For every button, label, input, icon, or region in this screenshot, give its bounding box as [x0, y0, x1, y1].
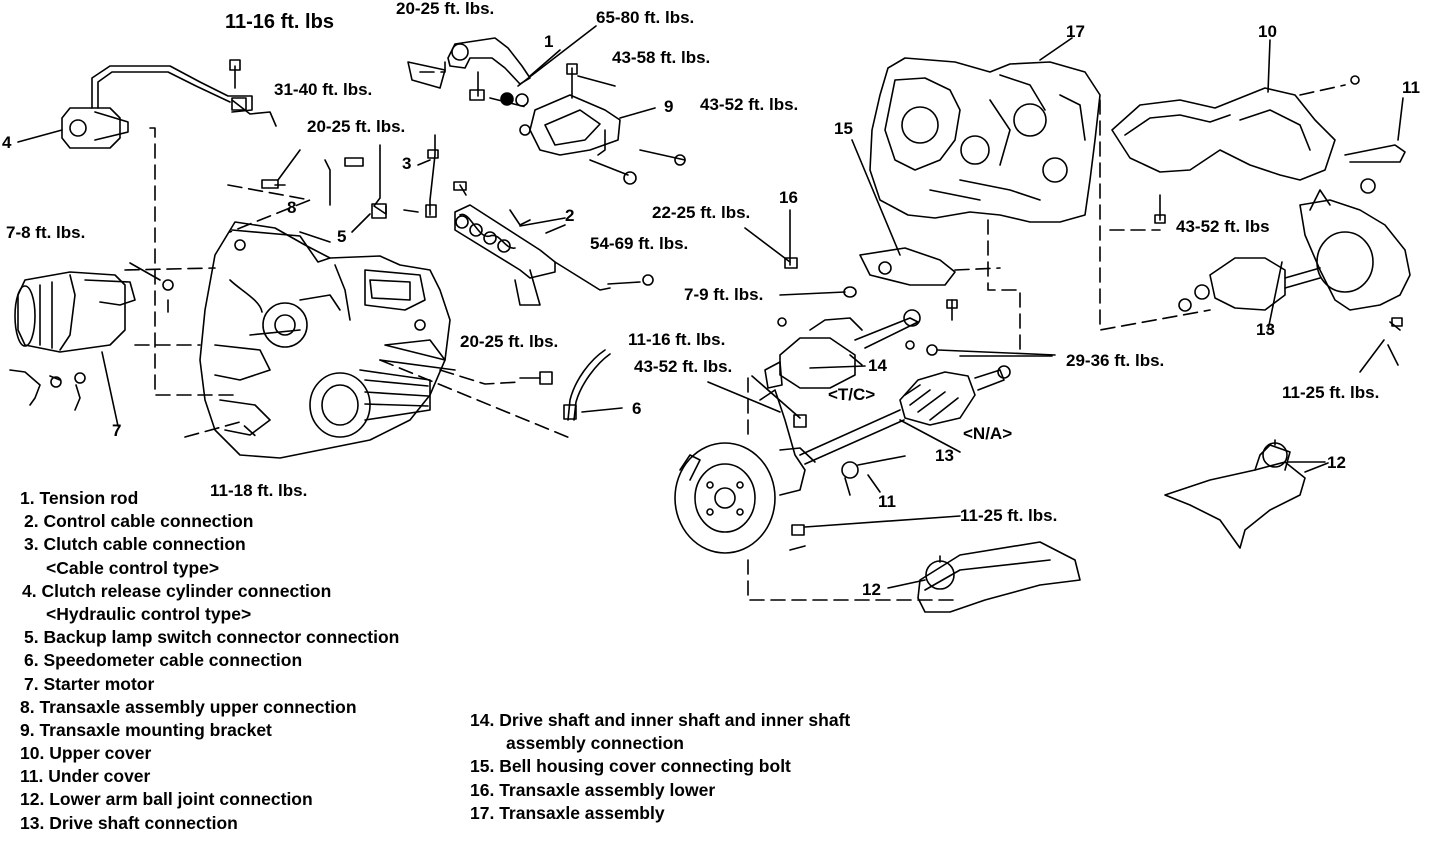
- callout-number: 8: [287, 198, 297, 217]
- knuckle-right-drawing: [1178, 97, 1411, 373]
- drive-shaft-na-drawing: [799, 365, 1011, 465]
- variant-label-tc: <T/C>: [828, 385, 876, 404]
- legend-item: 5. Backup lamp switch connector connecti…: [24, 627, 400, 648]
- callout-number: 2: [565, 206, 575, 225]
- torque-label: 43-52 ft. lbs: [1176, 217, 1270, 236]
- torque-label: 11-25 ft. lbs.: [1282, 383, 1380, 402]
- legend-item: 12. Lower arm ball joint connection: [20, 789, 313, 810]
- callout-number: 1: [544, 32, 554, 51]
- legend-item: 17. Transaxle assembly: [470, 802, 665, 823]
- callout-number: 13: [1256, 320, 1275, 339]
- lower-arm-right-drawing: [1164, 439, 1326, 549]
- callout-number: 16: [779, 188, 798, 207]
- legend-item: 1. Tension rod: [20, 488, 139, 508]
- tension-rod-drawing: [407, 25, 597, 107]
- torque-label: 43-58 ft. lbs.: [612, 48, 711, 67]
- mounting-bracket-drawing: [519, 63, 686, 185]
- torque-label: 20-25 ft. lbs.: [396, 0, 495, 18]
- callout-number: 9: [664, 97, 674, 116]
- torque-label: 7-8 ft. lbs.: [6, 223, 86, 242]
- speedometer-cable-drawing: [519, 349, 623, 421]
- legend-item: 11. Under cover: [20, 766, 151, 787]
- legend-item: 10. Upper cover: [20, 743, 152, 764]
- callout-number: 7: [112, 421, 122, 440]
- legend-item: 15. Bell housing cover connecting bolt: [470, 756, 791, 777]
- legend-item: 9. Transaxle mounting bracket: [20, 719, 272, 740]
- callout-number: 3: [402, 154, 412, 173]
- clutch-release-cylinder-drawing: [17, 59, 277, 149]
- torque-label: 43-52 ft. lbs.: [634, 357, 733, 376]
- callout-number: 15: [834, 119, 853, 138]
- bell-housing-cover-drawing: [851, 139, 958, 321]
- torque-label: 31-40 ft. lbs.: [274, 80, 373, 99]
- legend-item: 6. Speedometer cable connection: [24, 650, 303, 671]
- callout-number: 14: [868, 356, 887, 375]
- legend-item: 14. Drive shaft and inner shaft and inne…: [470, 710, 851, 730]
- inner-shaft-tc-drawing: [764, 309, 1056, 389]
- callout-number: 6: [632, 399, 642, 418]
- legend-item: 4. Clutch release cylinder connection: [22, 580, 332, 601]
- upper-cover-drawing: [1111, 39, 1360, 224]
- callout-number: 10: [1258, 22, 1277, 41]
- legend-left: 1. Tension rod 2. Control cable connecti…: [20, 487, 399, 835]
- bolt-16-drawing: [744, 209, 857, 298]
- control-cable-drawing: [453, 181, 654, 306]
- callout-number: 13: [935, 446, 954, 465]
- torque-label: 43-52 ft. lbs.: [700, 95, 799, 114]
- torque-label: 20-25 ft. lbs.: [460, 332, 559, 351]
- legend-item: 3. Clutch cable connection: [24, 534, 246, 555]
- torque-label: 65-80 ft. lbs.: [596, 8, 695, 27]
- torque-label: 11-16 ft. lbs.: [628, 330, 726, 349]
- legend-item: 2. Control cable connection: [24, 511, 254, 532]
- callout-number: 5: [337, 227, 347, 246]
- torque-label: 11-16 ft. lbs: [225, 11, 334, 33]
- legend-item: <Cable control type>: [46, 557, 220, 578]
- torque-label: 11-18 ft. lbs.: [210, 481, 308, 500]
- callout-number: 17: [1066, 22, 1085, 41]
- legend-item: assembly connection: [506, 733, 684, 754]
- leader-lines: [299, 75, 1329, 473]
- callout-number: 12: [1327, 453, 1346, 472]
- legend-item: 13. Drive shaft connection: [20, 812, 238, 833]
- callout-number: 11: [878, 492, 896, 511]
- lower-arm-center-drawing: [887, 541, 1081, 613]
- torque-label: 22-25 ft. lbs.: [652, 203, 751, 222]
- starter-motor-drawing: [9, 262, 174, 427]
- front-hub-drawing: [674, 375, 961, 554]
- transaxle-main-drawing: [199, 221, 456, 459]
- legend-item: 7. Starter motor: [24, 673, 155, 694]
- torque-label: 29-36 ft. lbs.: [1066, 351, 1165, 370]
- torque-label: 7-9 ft. lbs.: [684, 285, 764, 304]
- callout-number: 12: [862, 580, 881, 599]
- legend-item: 8. Transaxle assembly upper connection: [20, 696, 357, 717]
- callout-number: 11: [1402, 78, 1420, 97]
- torque-label: 54-69 ft. lbs.: [590, 234, 689, 253]
- callout-number: 4: [2, 133, 12, 152]
- cable-and-switch-drawing: [261, 134, 439, 233]
- legend-item: 16. Transaxle assembly lower: [470, 779, 716, 800]
- torque-label: 11-25 ft. lbs.: [960, 506, 1058, 525]
- legend-item: <Hydraulic control type>: [46, 603, 252, 624]
- variant-label-na: <N/A>: [963, 424, 1013, 443]
- transaxle-assembly-17-drawing: [869, 37, 1101, 223]
- torque-label: 20-25 ft. lbs.: [307, 117, 406, 136]
- assembly-guide-lines-left: [124, 61, 571, 441]
- assembly-guide-lines-center: [747, 84, 1346, 601]
- legend-right: 14. Drive shaft and inner shaft and inne…: [470, 709, 850, 825]
